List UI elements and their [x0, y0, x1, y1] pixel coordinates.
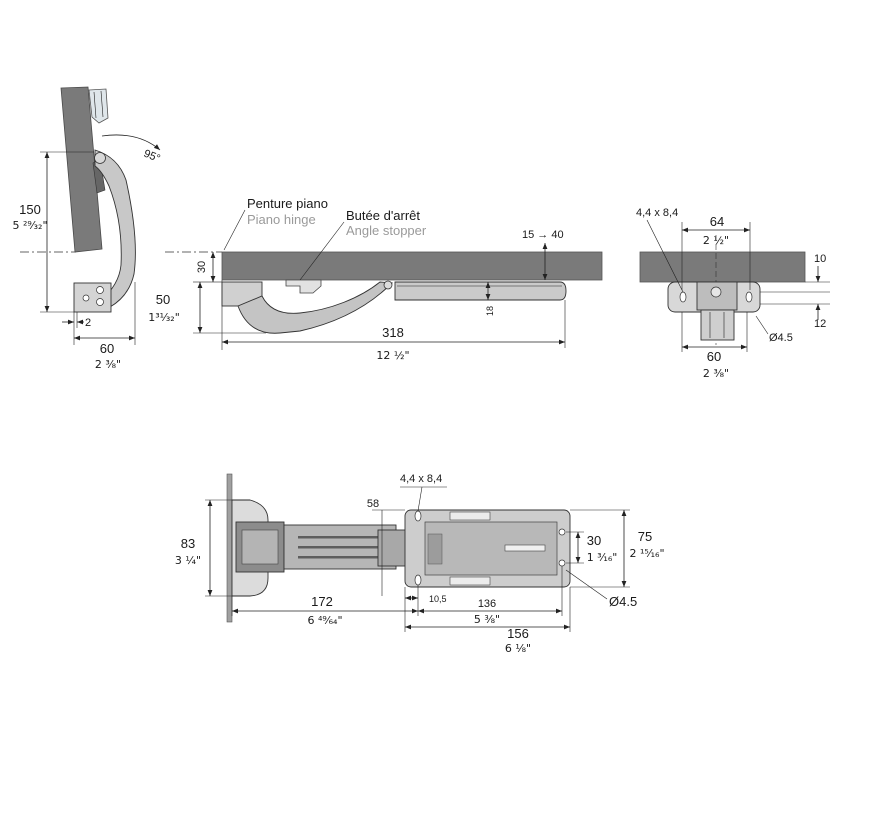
- center-slot: [504, 544, 546, 552]
- piano-hinge-part: [88, 88, 109, 124]
- piano-hinge-label-fr: Penture piano: [247, 196, 328, 211]
- bottom-offset-label: 12: [814, 318, 826, 330]
- side-wall: [226, 473, 233, 623]
- cylinder-label: 18: [485, 306, 495, 316]
- support-arm: [237, 281, 394, 334]
- angle-arc: [101, 134, 161, 151]
- top-offset-label: 10: [814, 253, 826, 265]
- height-in-label: 5 ²⁹⁄₃₂": [12, 219, 47, 232]
- thickness-range-label: 15 → 40: [522, 229, 564, 241]
- arm-slot: [298, 536, 380, 539]
- arm-length-mm-label: 172: [311, 594, 333, 609]
- top-view: 4,4 x 8,4 58 83 3 ¼" 30 1 ³⁄₁₆" 75 2 ¹⁵⁄…: [175, 473, 665, 655]
- piano-hinge-leader: [223, 209, 246, 251]
- bracket-hole: [82, 294, 90, 302]
- plate-slot: [449, 576, 491, 586]
- pivot-point: [94, 152, 106, 164]
- plate-width-in-label: 2 ¹⁵⁄₁₆": [629, 547, 664, 560]
- front-view: 4,4 x 8,4 64 2 ½" 10 12 Ø4.5 60 2 ³⁄₈": [636, 207, 830, 380]
- bracket-hole: [96, 298, 104, 306]
- angle-stopper-label-fr: Butée d'arrêt: [346, 208, 420, 223]
- base-bracket: [73, 282, 112, 313]
- angle-stopper-label-en: Angle stopper: [346, 223, 427, 238]
- piano-hinge-label-en: Piano hinge: [247, 212, 316, 227]
- pivot-point: [383, 280, 393, 290]
- mounting-slot: [679, 291, 687, 303]
- total-length-in-label: 6 ⅛": [505, 642, 531, 655]
- length-in-label: 12 ½": [376, 349, 409, 362]
- hinge-body: [700, 309, 735, 341]
- arm-slot: [298, 556, 380, 559]
- base-mm-label: 60: [707, 349, 721, 364]
- hole-label: Ø4.5: [769, 332, 793, 344]
- hole-leader: [565, 569, 608, 600]
- edge-label: 10,5: [429, 594, 447, 604]
- hole-spacing-in-label: 1 ³⁄₁₆": [587, 551, 618, 564]
- side-view-open: 95° 150 5 ²⁹⁄₃₂" 2 60 2 ³⁄₈": [12, 86, 162, 371]
- hinge-detail: [93, 91, 97, 119]
- offset-label: 58: [367, 498, 379, 510]
- plate-slot: [449, 511, 491, 521]
- angle-label: 95°: [142, 148, 162, 165]
- arm-slot: [298, 546, 380, 549]
- angle-stopper-part: [285, 279, 322, 294]
- mounting-slot: [414, 510, 422, 522]
- lid-panel: [221, 251, 603, 281]
- width-mm-label: 83: [181, 536, 195, 551]
- height-in-label: 1³¹⁄₃₂": [148, 311, 180, 324]
- plate-length-in-label: 5 ⅜": [474, 613, 500, 626]
- hole-leader: [755, 315, 769, 335]
- screw: [710, 286, 722, 298]
- slot-label: 4,4 x 8,4: [400, 473, 442, 485]
- side-view-closed: Penture piano Piano hinge Butée d'arrêt …: [148, 196, 603, 362]
- hole-label: Ø4.5: [609, 594, 637, 609]
- height-mm-label: 50: [156, 292, 170, 307]
- slot-leader: [417, 486, 423, 512]
- slot-label: 4,4 x 8,4: [636, 207, 678, 219]
- hole-spacing-mm-label: 30: [587, 533, 601, 548]
- thickness-label: 30: [196, 261, 208, 273]
- bracket-hole: [96, 286, 104, 294]
- mounting-slot: [414, 574, 422, 586]
- base-block: [221, 281, 263, 307]
- lid-panel: [639, 251, 806, 283]
- length-mm-label: 318: [382, 325, 404, 340]
- base-in-label: 2 ³⁄₈": [703, 367, 729, 380]
- arm-length-in-label: 6 ⁴⁹⁄₆₄": [307, 614, 342, 627]
- depth-mm-label: 60: [100, 341, 114, 356]
- width-mm-label: 64: [710, 214, 724, 229]
- width-in-label: 2 ½": [703, 234, 729, 247]
- offset-label: 2: [85, 317, 91, 329]
- mounting-hole: [558, 528, 566, 536]
- mounting-hole: [558, 559, 566, 567]
- total-length-mm-label: 156: [507, 626, 529, 641]
- plate-width-mm-label: 75: [638, 529, 652, 544]
- angle-stopper-leader: [299, 221, 345, 281]
- mounting-slot: [745, 291, 753, 303]
- plate-length-mm-label: 136: [478, 598, 496, 610]
- height-mm-label: 150: [19, 202, 41, 217]
- logo-area: [427, 533, 443, 565]
- hinge-detail: [100, 90, 104, 118]
- width-in-label: 3 ¼": [175, 554, 201, 567]
- slot-leader: [646, 219, 684, 293]
- depth-in-label: 2 ³⁄₈": [95, 358, 121, 371]
- damper-cylinder: [394, 281, 567, 301]
- lid-panel: [60, 86, 103, 253]
- hinge-core-inner: [241, 529, 279, 565]
